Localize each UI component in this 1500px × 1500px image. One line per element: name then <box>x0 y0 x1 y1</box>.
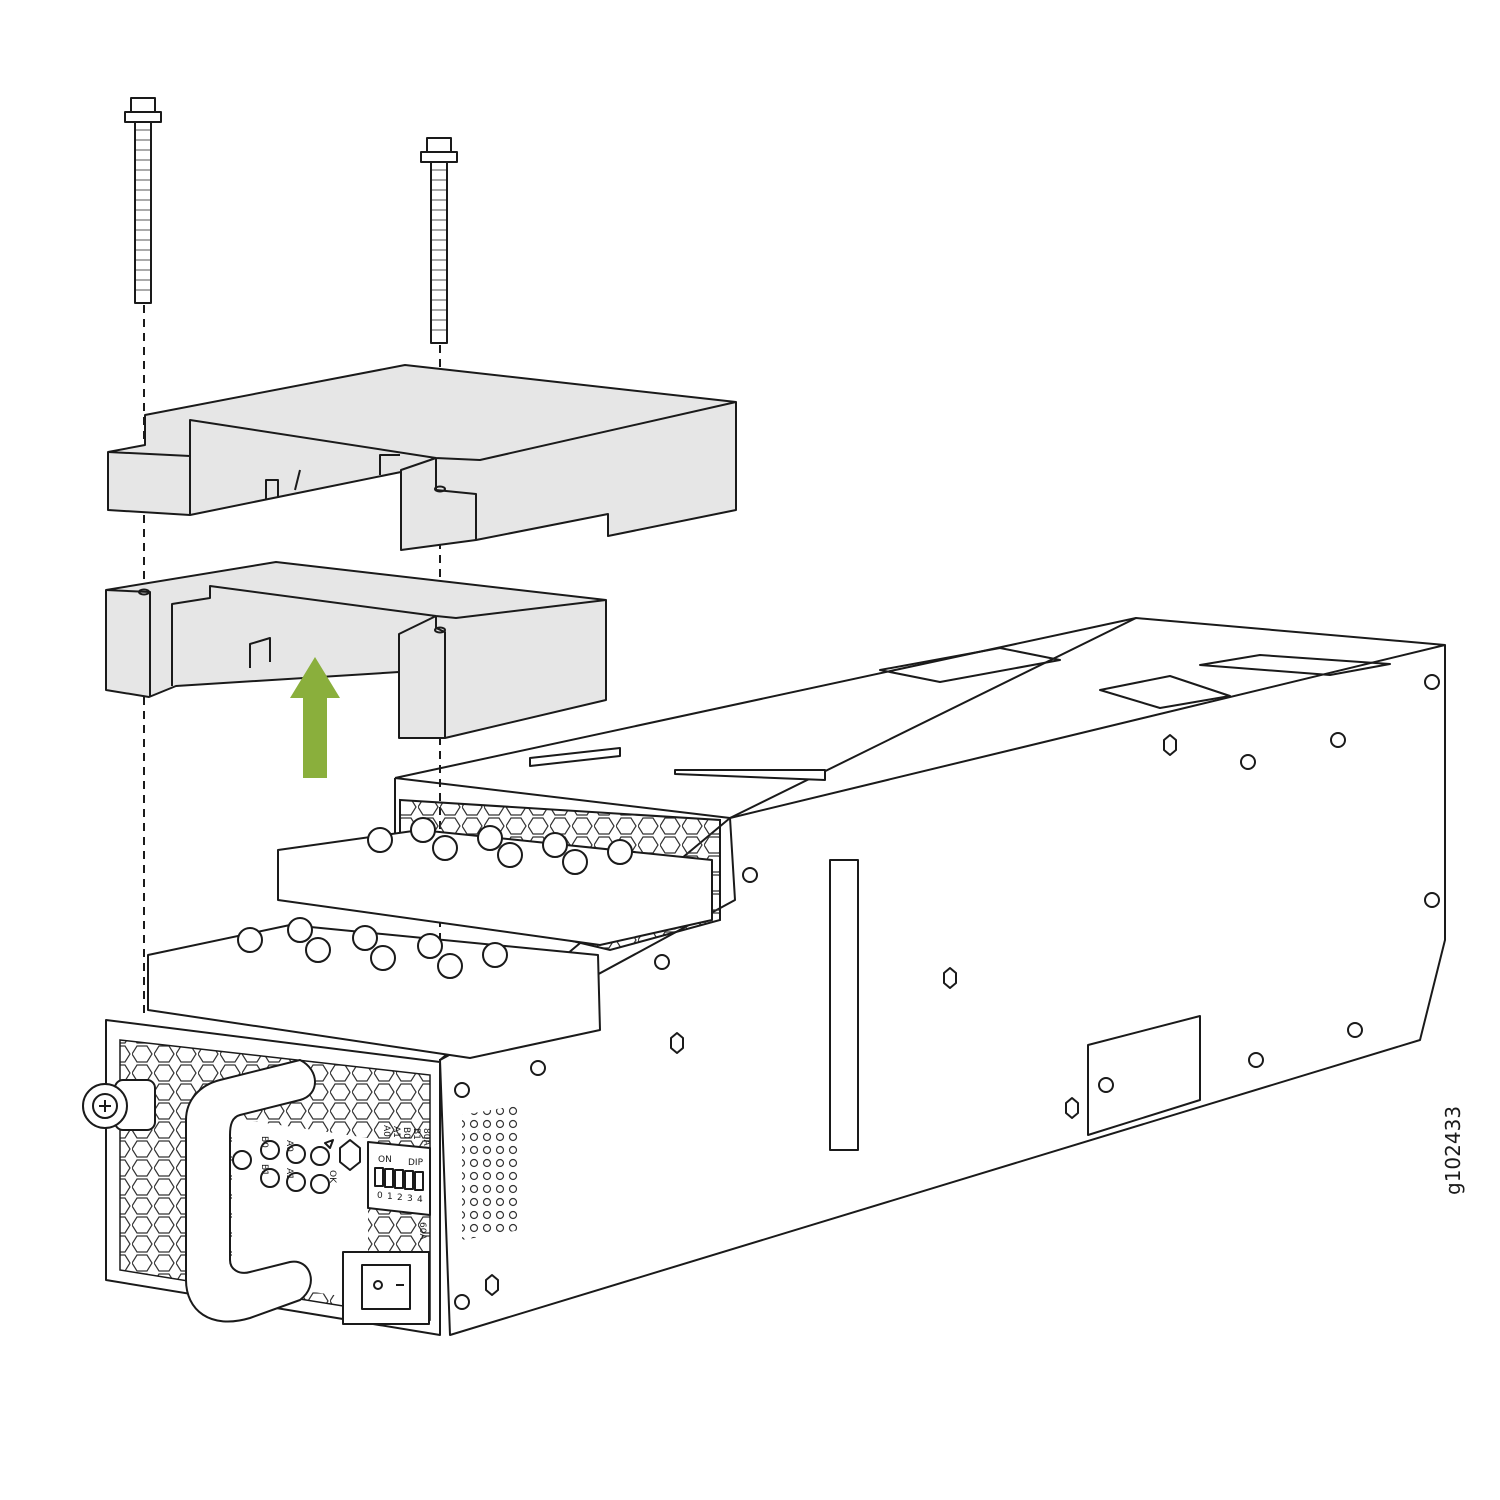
figure-id: g102433 <box>1441 1106 1465 1195</box>
dip-switch-3: 3 <box>407 1194 413 1204</box>
handle <box>185 1059 316 1323</box>
dip-switch-1: 1 <box>387 1192 393 1202</box>
led-label-b0: B0 <box>259 1136 269 1148</box>
warning-icon <box>324 1139 334 1149</box>
dip-label: DIP <box>408 1158 424 1168</box>
input-label-b1: B1 <box>411 1128 421 1140</box>
dip-switch: ON DIP 0 1 2 3 4 <box>367 1141 431 1216</box>
rating-60a: 60A <box>417 1222 427 1240</box>
lower-terminal-cover <box>105 561 607 739</box>
led-label-b1: B1 <box>259 1164 269 1176</box>
input-rating-labels: 80A B1 B0 A1 A0 60A <box>381 1125 431 1240</box>
screw-left <box>124 97 162 304</box>
power-supply-unit <box>147 617 1446 1336</box>
dip-switch-4: 4 <box>417 1195 423 1205</box>
lift-direction-arrow <box>290 657 340 778</box>
led-labels: B0 A0 B1 A1 OK <box>259 1136 337 1184</box>
dip-on-label: ON <box>378 1155 392 1165</box>
power-icon <box>373 1280 383 1290</box>
input-label-a0: A0 <box>381 1125 391 1137</box>
led-label-a1: A1 <box>284 1168 294 1180</box>
upper-terminal-cover <box>107 364 737 551</box>
captive-thumbscrew <box>82 1079 156 1131</box>
ok-label: OK <box>327 1170 337 1184</box>
input-label-a1: A1 <box>391 1126 401 1138</box>
power-switch <box>342 1251 430 1325</box>
input-label-b0: B0 <box>401 1127 411 1139</box>
dip-switch-0: 0 <box>377 1191 383 1201</box>
led-label-a0: A0 <box>284 1140 294 1152</box>
rating-80a: 80A <box>421 1128 431 1146</box>
screw-right <box>420 137 458 344</box>
dip-switch-2: 2 <box>397 1193 403 1203</box>
